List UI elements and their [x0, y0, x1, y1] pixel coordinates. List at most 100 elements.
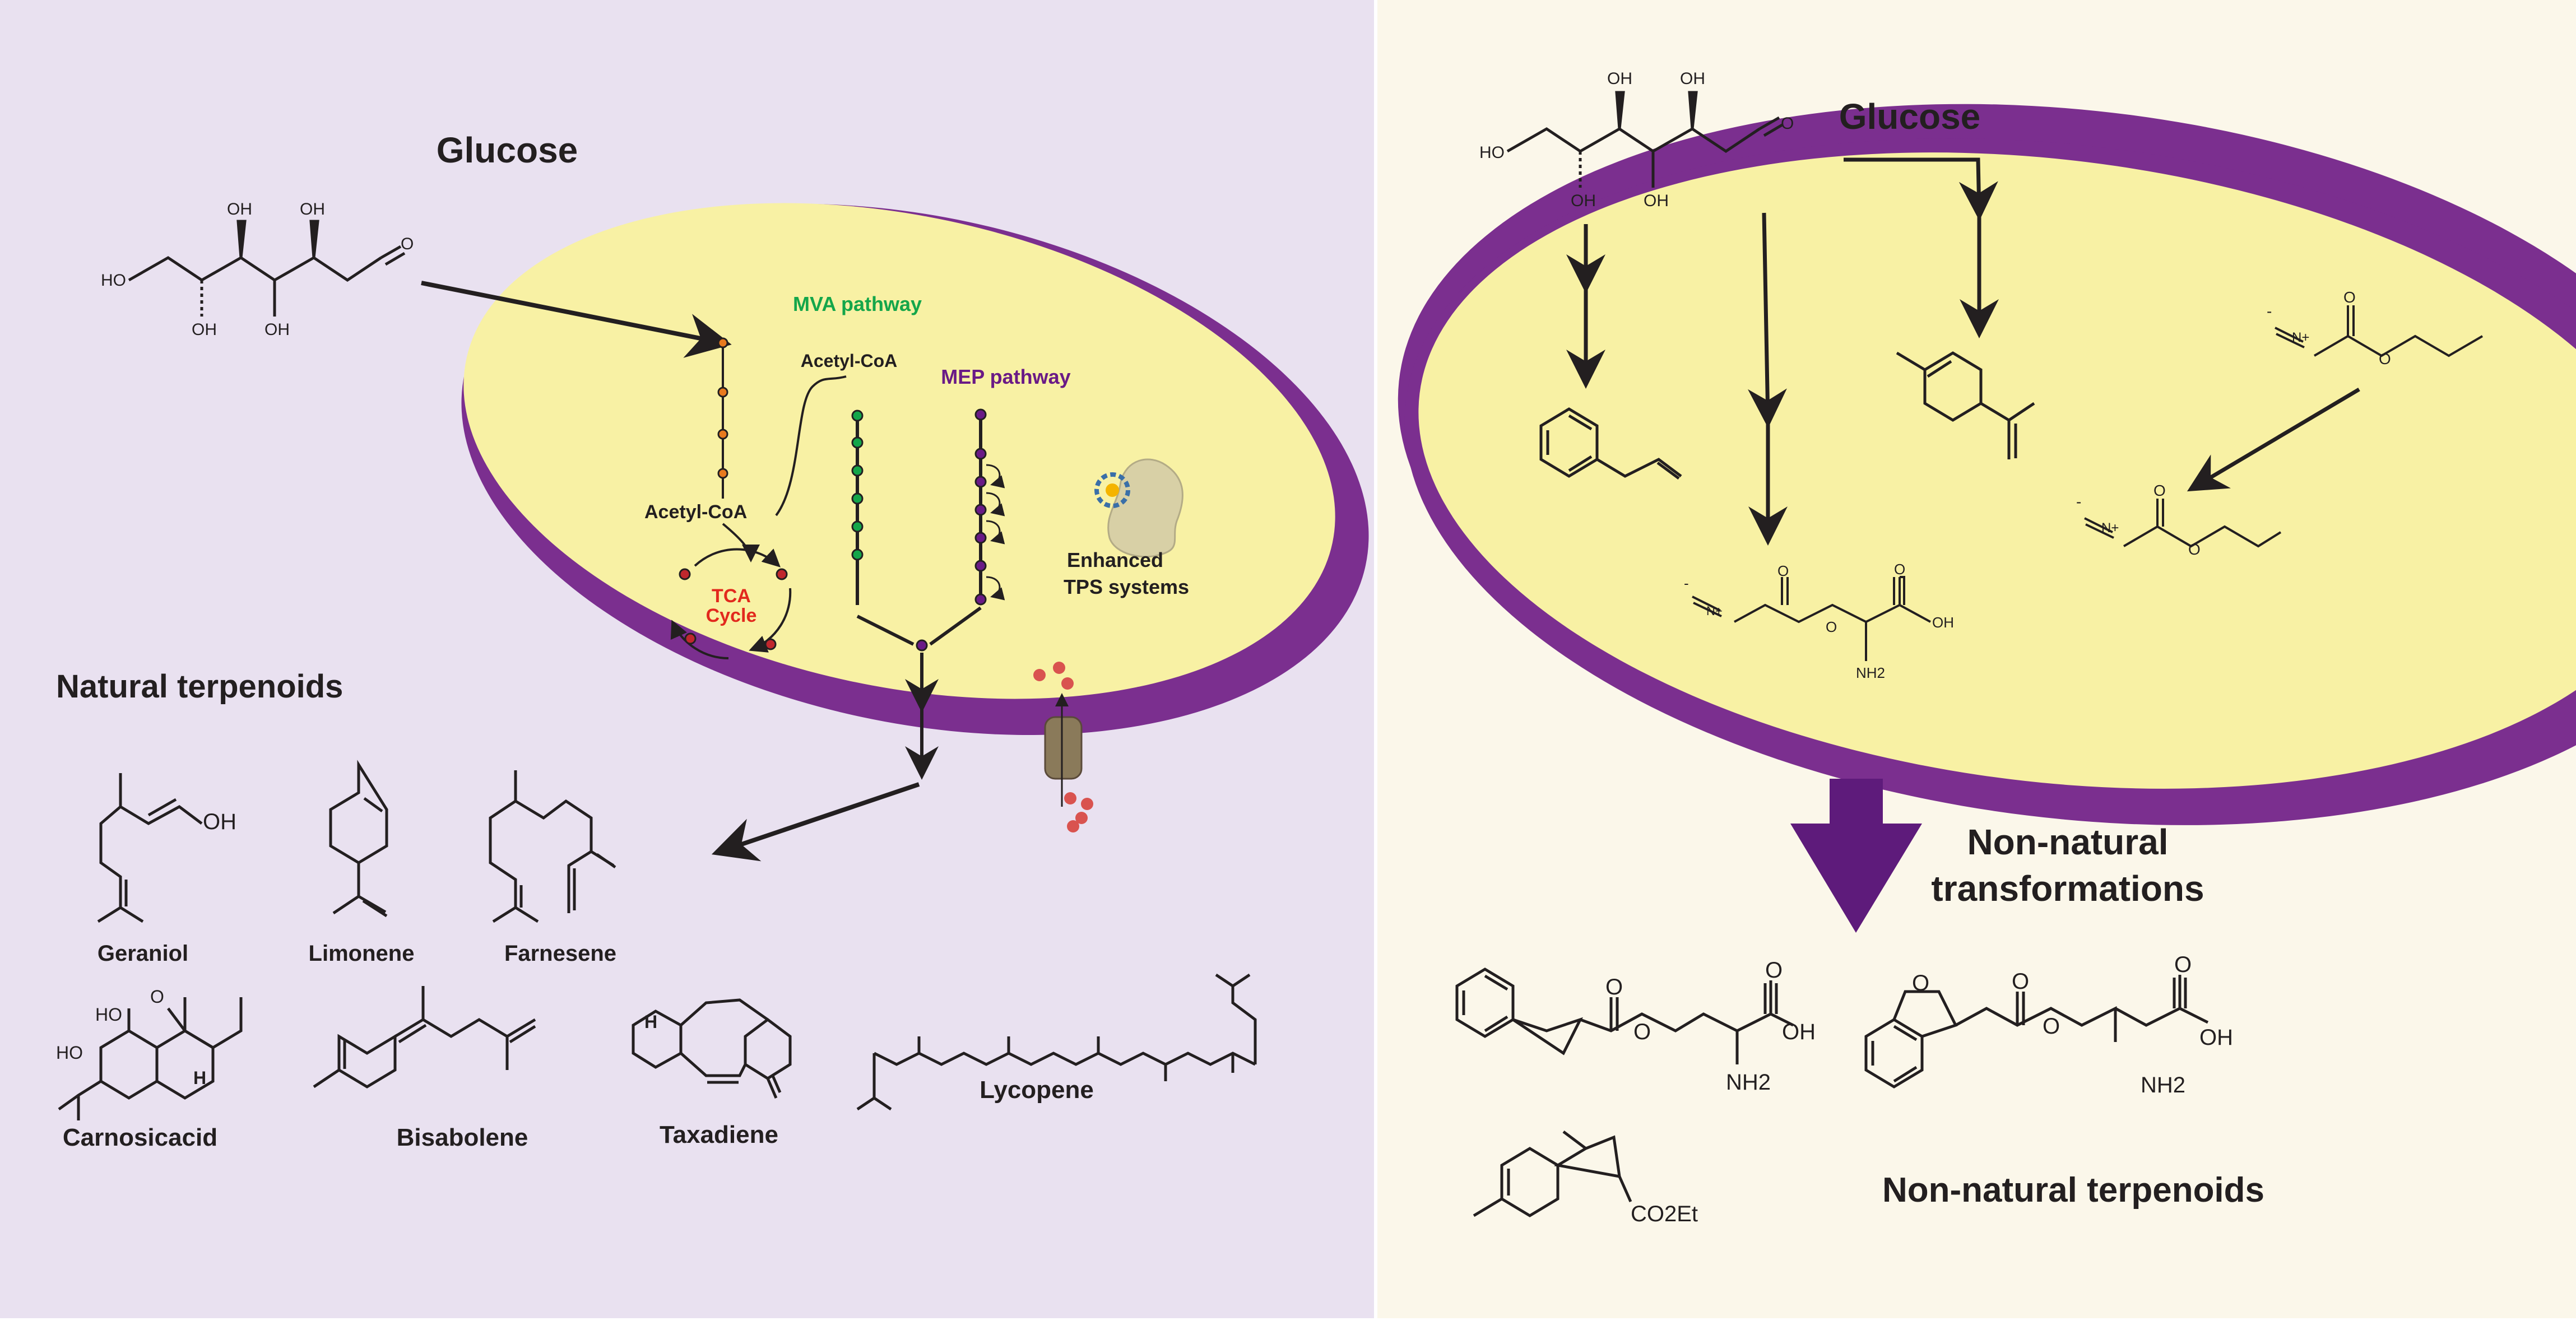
eda-outside-o-1: O — [2343, 289, 2356, 306]
eda-inside-n-2: N+ — [2101, 520, 2119, 536]
right-glucose-oh-4: OH — [1680, 69, 1705, 88]
azaserine-structure — [1692, 576, 1931, 661]
product2-oh: OH — [2199, 1025, 2233, 1050]
eda-structure-outside — [2275, 305, 2484, 357]
product1-o-3: O — [1765, 958, 1783, 983]
azaserine-n-1: - — [1684, 575, 1689, 592]
bisabolene-label: Bisabolene — [397, 1124, 528, 1151]
azaserine-o-3: O — [1894, 561, 1905, 578]
farnesene-structure — [489, 770, 616, 923]
carnosic-acid-o: O — [150, 987, 164, 1007]
taxadiene-h: H — [644, 1012, 657, 1032]
right-glucose-oh-2: OH — [1607, 69, 1632, 88]
tca-cycle — [670, 523, 792, 659]
lycopene-structure — [856, 973, 1257, 1111]
product1-nh2: NH2 — [1726, 1070, 1771, 1095]
non-natural-terpenoids-title: Non-natural terpenoids — [1882, 1171, 2264, 1210]
left-glucose-label: Glucose — [437, 130, 578, 170]
product2-o-2: O — [2043, 1014, 2060, 1039]
geraniol-label: Geraniol — [98, 941, 188, 966]
azaserine-nh2: NH2 — [1856, 664, 1885, 681]
taxadiene-structure — [632, 998, 792, 1099]
left-glucose-o: O — [401, 235, 414, 253]
bisabolene-structure — [313, 986, 536, 1089]
tps-enzyme — [1094, 458, 1183, 558]
eda-structure-inside — [2084, 499, 2282, 548]
azaserine-n-2: N+ — [1706, 604, 1723, 618]
non-natural-transformation-arrow — [1790, 779, 1922, 933]
non-natural-line2: transformations — [1931, 868, 2204, 909]
product1-oh: OH — [1782, 1020, 1816, 1044]
right-glucose-oh-1: OH — [1571, 192, 1596, 210]
tps-label-line2: TPS systems — [1064, 575, 1189, 598]
tca-label-line1: TCA — [712, 585, 751, 607]
left-glucose-ho: HO — [101, 271, 126, 290]
left-glucose-oh-4: OH — [300, 200, 325, 218]
limonene-label: Limonene — [309, 941, 415, 966]
product-dihydrobenzofuran-structure — [1864, 975, 2209, 1089]
styrene-structure — [1539, 407, 1682, 480]
eda-inside-o-2: O — [2188, 541, 2201, 558]
azaserine-oh: OH — [1932, 614, 1954, 631]
left-glucose-oh-1: OH — [192, 320, 217, 339]
right-glucose-oh-3: OH — [1644, 192, 1669, 210]
natural-terpenoids-title: Natural terpenoids — [56, 668, 343, 705]
right-limonene-structure — [1896, 351, 2035, 459]
taxadiene-label: Taxadiene — [660, 1121, 778, 1148]
tps-label-line1: Enhanced — [1067, 548, 1163, 571]
tca-nodes — [679, 568, 788, 650]
carnosic-acid-h: H — [193, 1068, 206, 1088]
product3-co2et: CO2Et — [1631, 1202, 1698, 1226]
eda-outside-n-1: - — [2267, 303, 2272, 320]
product2-o-3: O — [2174, 952, 2192, 977]
left-glucose-oh-3: OH — [264, 320, 290, 339]
carnosic-acid-structure — [58, 997, 243, 1120]
carnosic-acid-ho-2: HO — [56, 1043, 83, 1063]
product2-o-1: O — [2012, 969, 2029, 994]
lycopene-label: Lycopene — [980, 1076, 1094, 1104]
eda-outside-n-2: N+ — [2292, 330, 2309, 345]
carnosic-acid-label: Carnosicacid — [63, 1124, 217, 1151]
ipp-node — [916, 639, 928, 652]
mva-chain — [851, 410, 864, 605]
eda-inside-n-1: - — [2076, 493, 2081, 510]
tca-label-line2: Cycle — [706, 605, 757, 626]
eda-inside-o-1: O — [2153, 482, 2166, 499]
acetyl-coa-top: Acetyl-CoA — [801, 351, 897, 371]
product1-o-2: O — [1633, 1020, 1651, 1044]
right-glucose-label: Glucose — [1839, 96, 1981, 137]
to-natural-terpenoids-arrow — [711, 782, 920, 862]
azaserine-o-2: O — [1826, 618, 1837, 635]
mep-pathway-label: MEP pathway — [941, 365, 1070, 388]
right-cell-interior — [1418, 152, 2576, 789]
acetyl-coa-link — [775, 375, 847, 517]
product2-nh2: NH2 — [2141, 1073, 2185, 1097]
geraniol-structure — [97, 773, 203, 923]
carnosic-acid-ho-1: HO — [95, 1004, 122, 1025]
left-glucose-structure — [128, 220, 406, 317]
mva-pathway-label: MVA pathway — [793, 292, 922, 315]
product-limonene-cyclopropane-structure — [1473, 1131, 1632, 1217]
farnesene-label: Farnesene — [504, 941, 616, 966]
eda-outside-o-2: O — [2379, 350, 2391, 368]
acetyl-coa-left: Acetyl-CoA — [644, 501, 747, 523]
product2-o-ring: O — [1912, 971, 1929, 996]
limonene-structure — [329, 760, 388, 918]
glucose-uptake-arrow — [421, 281, 732, 358]
left-glucose-oh-2: OH — [227, 200, 252, 218]
right-glucose-arrows — [1566, 157, 2360, 546]
geraniol-oh: OH — [203, 810, 236, 834]
product-phenylcyclopropane-structure — [1455, 968, 1794, 1064]
right-glucose-ho: HO — [1479, 143, 1505, 162]
mva-chain-left — [717, 337, 728, 499]
non-natural-line1: Non-natural — [1967, 822, 2168, 862]
right-glucose-structure — [1506, 91, 1784, 188]
mep-chain — [974, 408, 1005, 606]
azaserine-o-1: O — [1777, 562, 1789, 579]
right-glucose-o: O — [1781, 114, 1794, 133]
ipp-merge — [856, 606, 982, 780]
membrane-transporter — [1033, 662, 1093, 832]
product1-o-1: O — [1605, 975, 1623, 999]
